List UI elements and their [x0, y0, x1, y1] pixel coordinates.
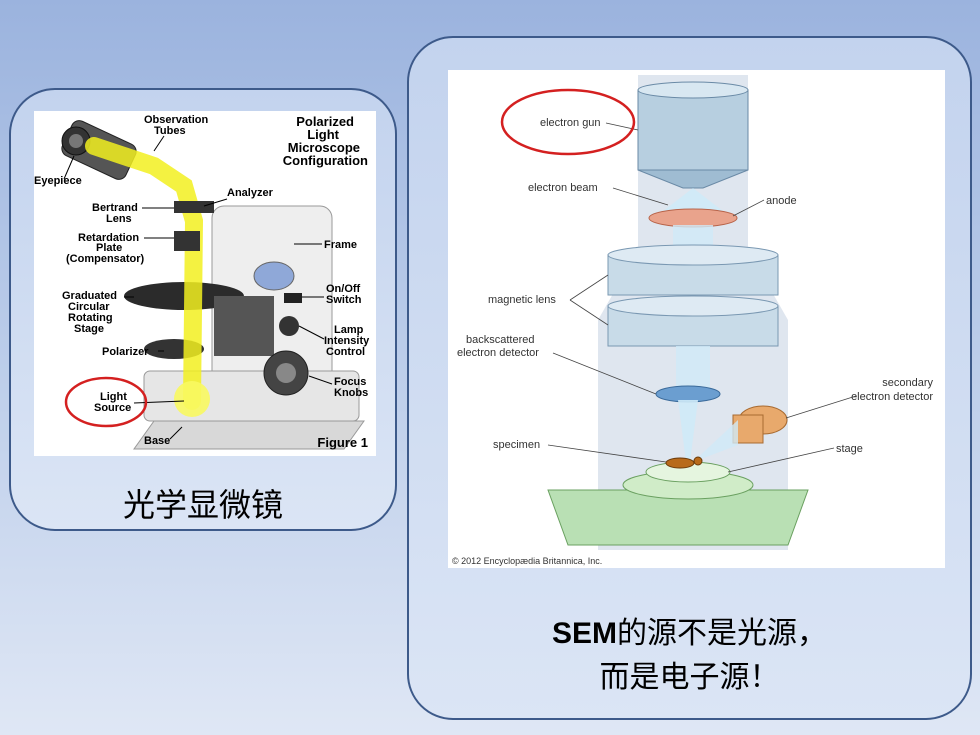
- label-electron-beam: electron beam: [528, 182, 598, 194]
- label-light-1: Light: [100, 391, 127, 403]
- specimen-shape: [665, 457, 695, 469]
- label-observation-2: Tubes: [154, 125, 186, 137]
- sem-caption-bold: SEM: [551, 617, 617, 650]
- label-retardation-3: (Compensator): [66, 253, 145, 265]
- label-frame: Frame: [324, 239, 357, 251]
- sem-diagram: electron gun electron beam anode magneti…: [452, 75, 933, 566]
- label-focus-1: Focus: [334, 376, 366, 388]
- label-lamp-1: Lamp: [334, 324, 364, 336]
- sem-caption-line1: SEM的源不是光源，: [407, 608, 972, 652]
- label-observation-1: Observation: [144, 114, 208, 126]
- sem-caption-line2: 而是电子源！: [599, 660, 780, 695]
- label-polarizer: Polarizer: [102, 346, 149, 358]
- label-specimen: specimen: [493, 439, 540, 451]
- label-graduated-2: Circular: [68, 301, 110, 313]
- anode-shape: [648, 208, 738, 228]
- label-onoff-1: On/Off: [326, 283, 361, 295]
- lm-title-2: Light: [307, 127, 339, 142]
- light-beam: [85, 137, 204, 410]
- brand-badge: [253, 261, 295, 291]
- light-source-highlight: [64, 376, 148, 428]
- electron-beam-shape: [658, 188, 728, 215]
- electron-gun-highlight: [500, 88, 636, 156]
- label-eyepiece: Eyepiece: [34, 175, 82, 187]
- label-electron-gun: electron gun: [540, 117, 601, 129]
- lm-figure-label: Figure 1: [317, 435, 368, 450]
- electron-gun-shape: [637, 89, 749, 171]
- label-base: Base: [144, 435, 170, 447]
- label-focus-2: Knobs: [334, 387, 368, 399]
- label-bertrand-1: Bertrand: [92, 202, 138, 214]
- lm-title-1: Polarized: [296, 114, 354, 129]
- lm-title-3: Microscope: [288, 140, 360, 155]
- label-graduated-1: Graduated: [62, 290, 117, 302]
- switch: [284, 293, 302, 303]
- label-lamp-3: Control: [326, 346, 365, 358]
- optical-microscope-caption: 光学显微镜: [122, 486, 283, 524]
- optical-microscope-figure: Observation Tubes Eyepiece Analyzer Bert…: [34, 111, 376, 456]
- sem-copyright: © 2012 Encyclopædia Britannica, Inc.: [452, 556, 602, 566]
- label-graduated-3: Rotating: [68, 312, 113, 324]
- label-backscattered-2: electron detector: [457, 347, 539, 359]
- label-onoff-2: Switch: [326, 294, 362, 306]
- label-analyzer: Analyzer: [227, 187, 274, 199]
- label-backscattered-1: backscattered: [466, 334, 534, 346]
- backscattered-detector-shape: [655, 385, 721, 403]
- label-light-2: Source: [94, 402, 131, 414]
- label-retardation-1: Retardation: [78, 232, 139, 244]
- label-secondary-1: secondary: [882, 377, 933, 389]
- lm-title-4: Configuration: [283, 153, 368, 168]
- label-anode: anode: [766, 195, 797, 207]
- label-magnetic-lens: magnetic lens: [488, 294, 556, 306]
- label-retardation-2: Plate: [96, 242, 122, 254]
- label-lamp-2: Intensity: [324, 335, 370, 347]
- label-bertrand-2: Lens: [106, 213, 132, 225]
- label-secondary-2: electron detector: [851, 391, 933, 403]
- label-stage: stage: [836, 443, 863, 455]
- label-graduated-4: Stage: [74, 323, 104, 335]
- optical-microscope-diagram: Observation Tubes Eyepiece Analyzer Bert…: [34, 114, 370, 450]
- sem-caption-rest: 的源不是光源，: [617, 616, 827, 651]
- lamp-knob: [279, 316, 299, 336]
- sem-figure: electron gun electron beam anode magneti…: [448, 70, 945, 568]
